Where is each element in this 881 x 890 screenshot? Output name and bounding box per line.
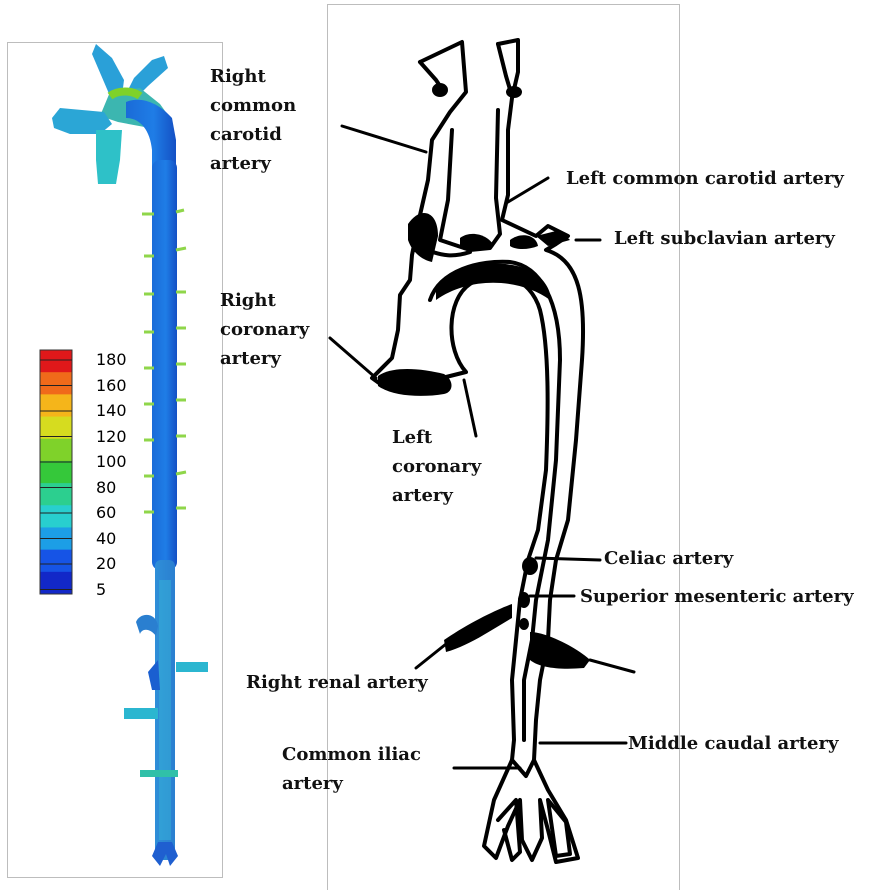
pointer-celiac xyxy=(536,558,600,560)
schematic-aorta-outline xyxy=(372,42,548,760)
pointer-left-renal xyxy=(590,660,634,672)
pointer-left-common-carotid xyxy=(508,178,548,202)
pointer-right-renal xyxy=(416,644,446,668)
label-superior-mesenteric-artery: Superior mesenteric artery xyxy=(580,582,854,611)
label-common-iliac-artery: Common iliac artery xyxy=(282,740,421,798)
label-right-renal-artery: Right renal artery xyxy=(246,668,428,697)
label-left-common-carotid-artery: Left common carotid artery xyxy=(566,164,844,193)
label-celiac-artery: Celiac artery xyxy=(604,544,733,573)
label-right-common-carotid-artery: Right common carotid artery xyxy=(210,62,296,178)
pointer-right-common-carotid xyxy=(342,126,426,152)
pointer-right-coronary xyxy=(330,338,376,378)
label-right-coronary-artery: Right coronary artery xyxy=(220,286,309,373)
label-left-coronary-artery: Left coronary artery xyxy=(392,423,481,510)
label-middle-caudal-artery: Middle caudal artery xyxy=(628,729,838,758)
label-left-subclavian-artery: Left subclavian artery xyxy=(614,224,835,253)
